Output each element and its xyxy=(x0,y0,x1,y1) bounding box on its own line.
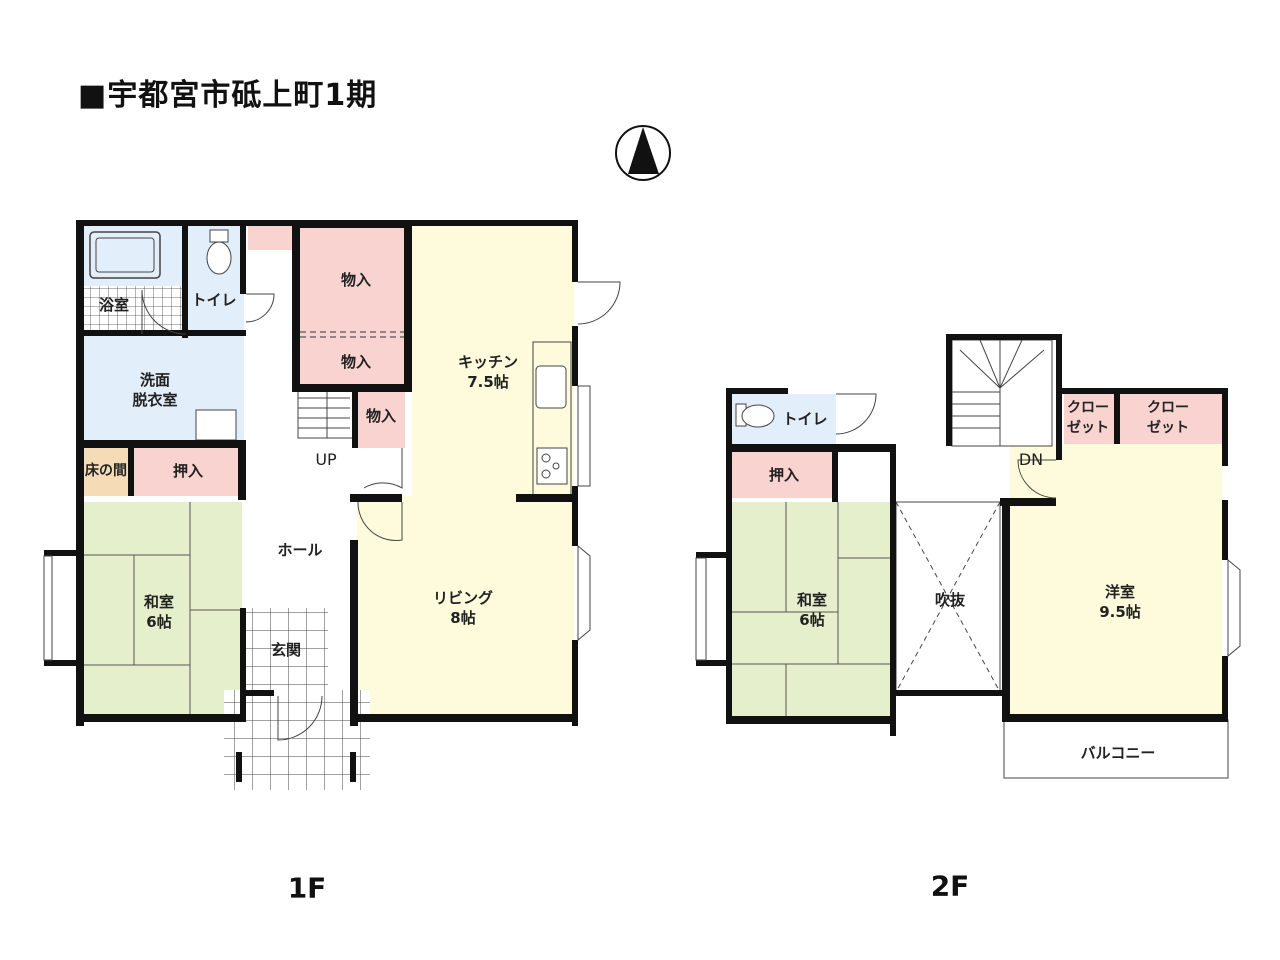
room-void: 吹抜 xyxy=(934,591,966,609)
floor-label-1f: 1F xyxy=(287,871,327,905)
page-title: ■宇都宮市砥上町1期 xyxy=(78,78,378,113)
room-washroom: 洗面 脱衣室 xyxy=(132,371,178,409)
room-toilet-1f: トイレ xyxy=(191,291,237,309)
north-arrow-icon xyxy=(615,125,671,181)
room-closet-2f: 押入 xyxy=(768,466,800,484)
floor2-plan xyxy=(695,334,1241,779)
room-hall: ホール xyxy=(277,541,323,559)
room-living: リビング 8帖 xyxy=(432,589,494,627)
room-walkin-closet-b: クロー ゼット xyxy=(1147,400,1189,436)
room-balcony: バルコニー xyxy=(1080,744,1156,762)
stairs-up-label: UP xyxy=(315,450,337,469)
room-bath: 浴室 xyxy=(98,296,130,314)
room-tokonoma: 床の間 xyxy=(85,463,127,479)
room-closet-1f: 押入 xyxy=(172,462,204,480)
room-western: 洋室 9.5帖 xyxy=(1099,583,1141,621)
room-storage-c: 物入 xyxy=(365,407,397,425)
room-entrance: 玄関 xyxy=(270,641,302,659)
room-washitsu-2f: 和室 6帖 xyxy=(796,591,828,629)
room-storage-a: 物入 xyxy=(340,271,372,289)
stairs-down-label: DN xyxy=(1018,450,1044,469)
floor-label-2f: 2F xyxy=(930,869,970,903)
room-toilet-2f: トイレ xyxy=(782,410,828,428)
room-washitsu-1f: 和室 6帖 xyxy=(143,593,175,631)
room-walkin-closet-a: クロー ゼット xyxy=(1067,400,1109,436)
floor1-plan xyxy=(43,220,621,790)
room-kitchen: キッチン 7.5帖 xyxy=(457,353,519,391)
room-storage-b: 物入 xyxy=(340,353,372,371)
